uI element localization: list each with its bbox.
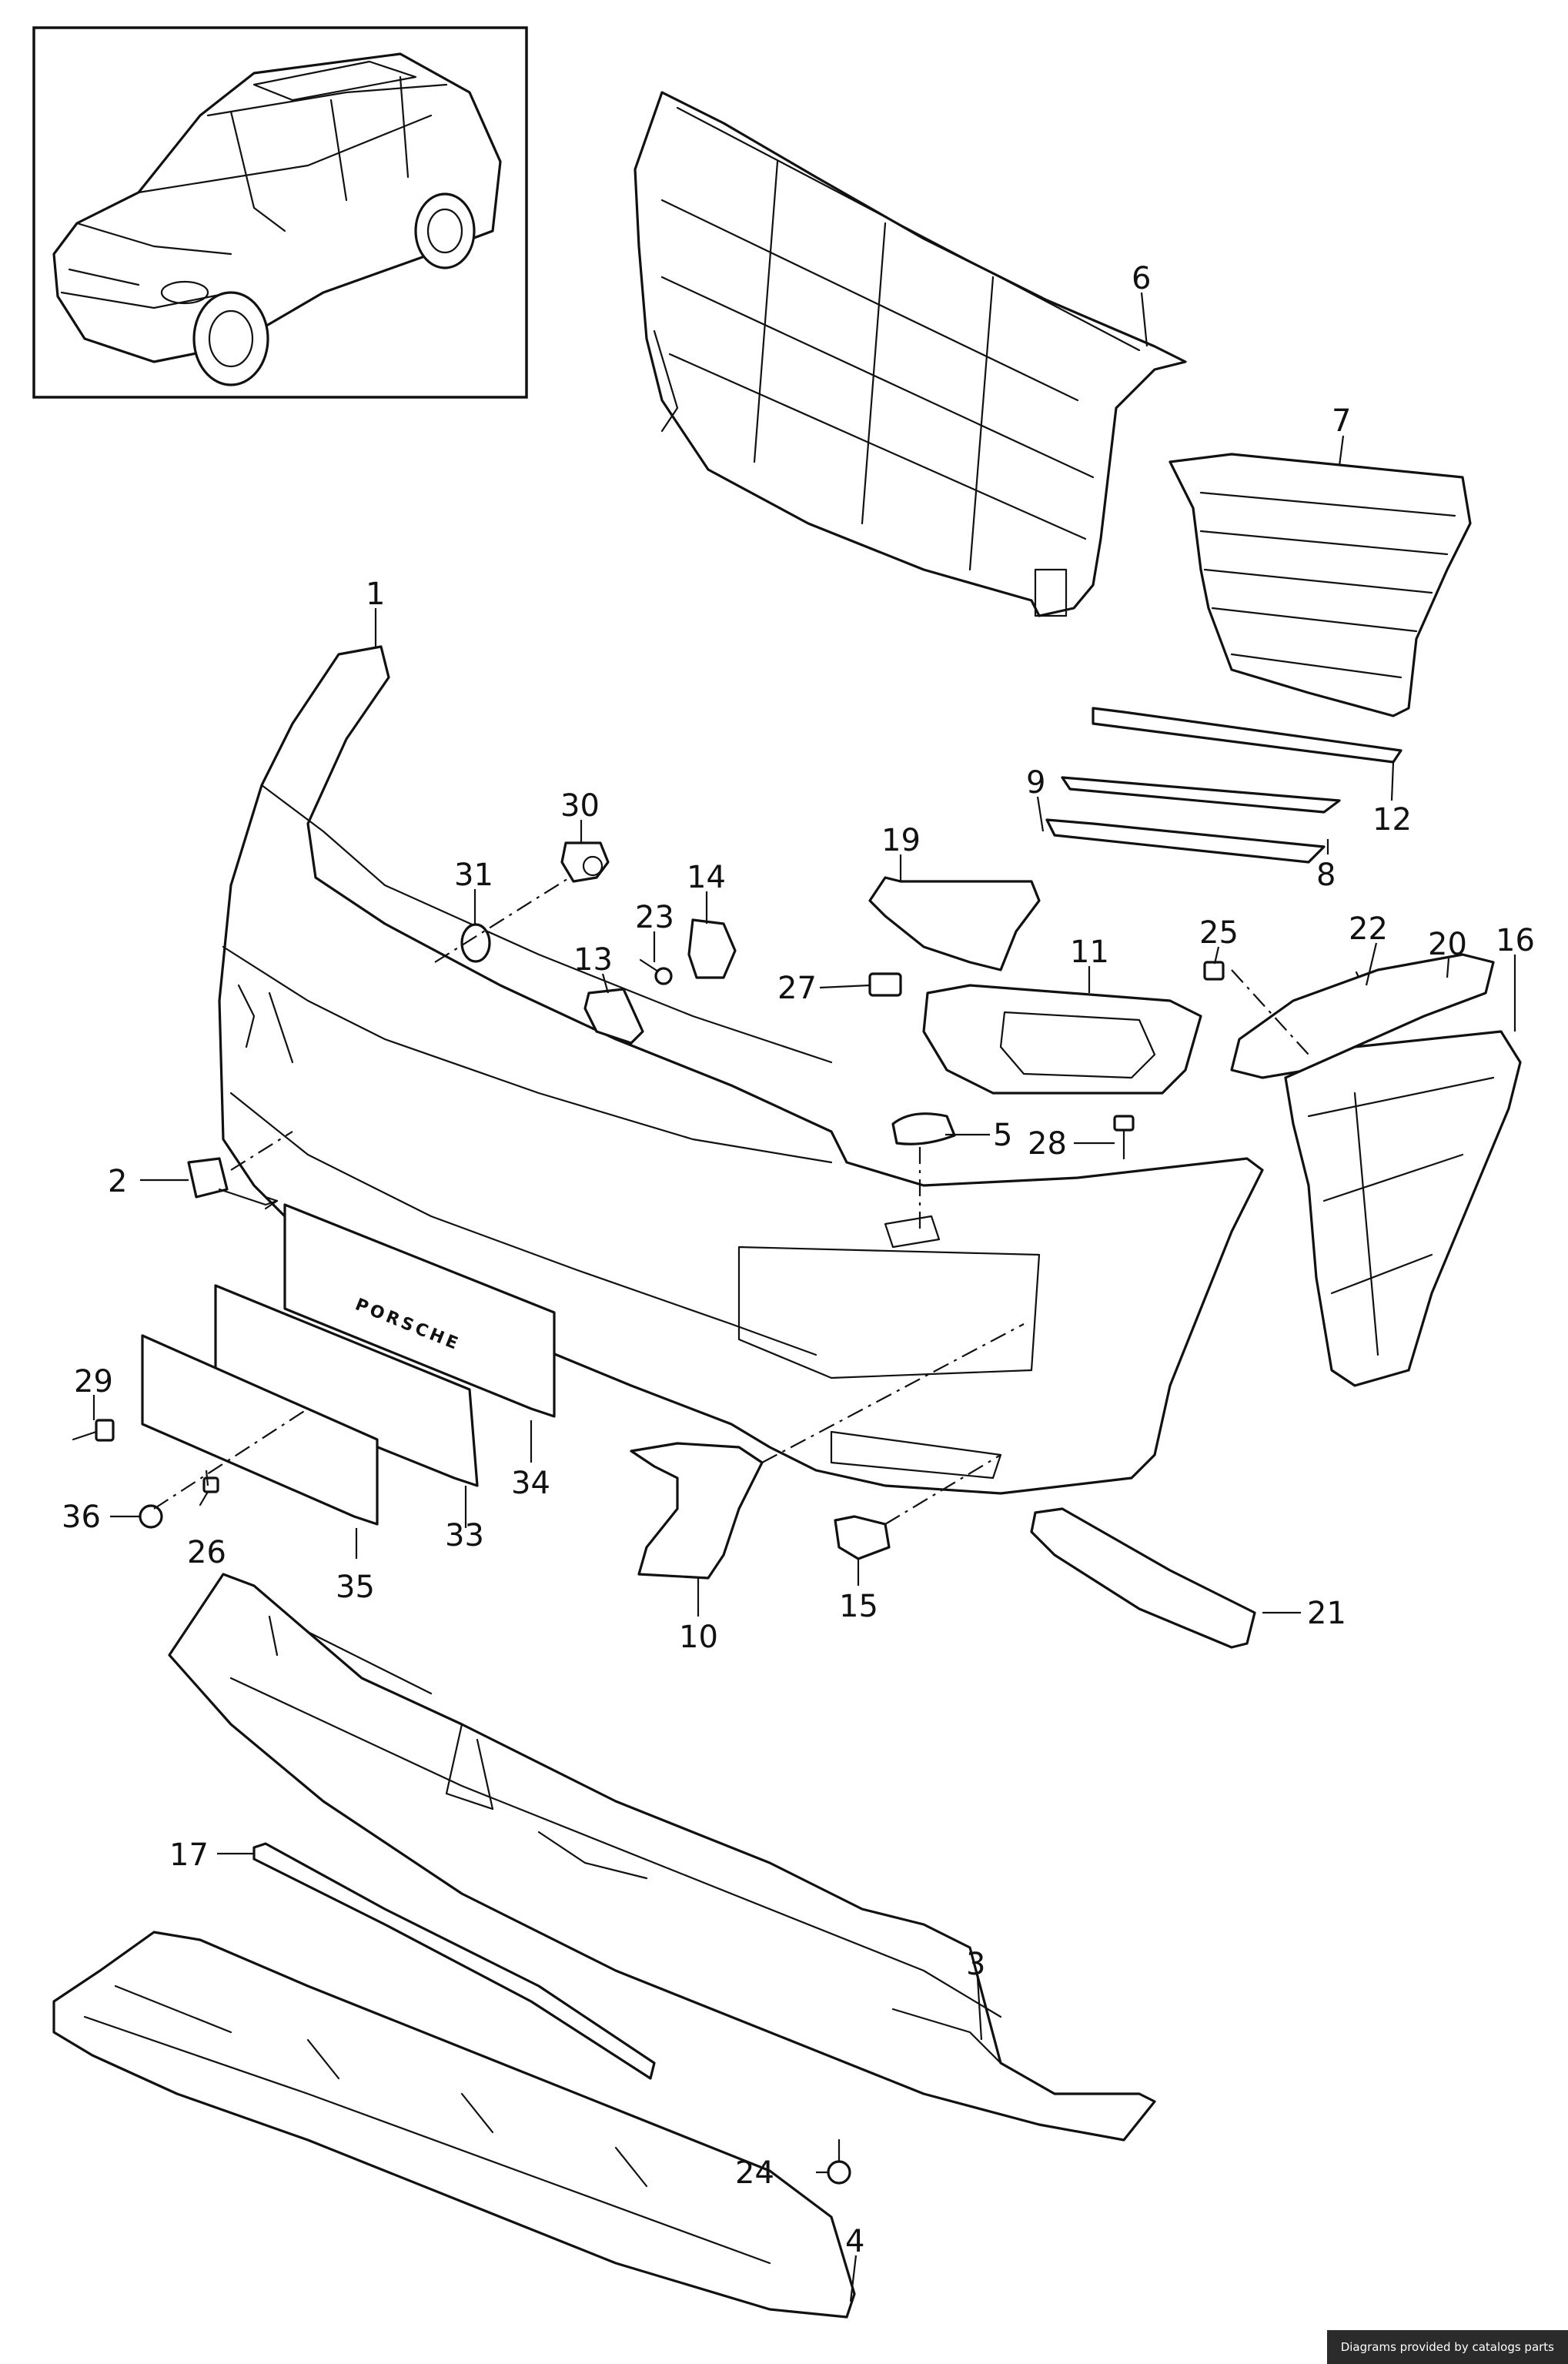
diagram-credit: Diagrams provided by catalogs parts xyxy=(1326,2330,1568,2364)
part-11-foglight-frame xyxy=(922,984,1202,1095)
callout-7: 7 xyxy=(1332,403,1351,439)
callout-8: 8 xyxy=(1316,858,1336,893)
callout-11: 11 xyxy=(1070,935,1109,970)
callout-17: 17 xyxy=(169,1837,209,1873)
part-5-cap xyxy=(891,1112,956,1145)
callout-31: 31 xyxy=(454,858,493,893)
suv-illustration xyxy=(52,52,502,386)
part-8-trim-strip xyxy=(1045,818,1326,864)
callout-4: 4 xyxy=(845,2224,864,2259)
callout-10: 10 xyxy=(679,1620,718,1655)
assembly-line-fitting xyxy=(230,1131,293,1171)
part-35-plate-base xyxy=(141,1334,379,1526)
part-4-underbody-panel xyxy=(52,1931,856,2319)
part-20-bracket xyxy=(1230,953,1495,1079)
callout-leaders xyxy=(92,292,1516,2302)
callout-33: 33 xyxy=(445,1518,484,1553)
part-19-bracket xyxy=(868,876,1041,971)
part-34-plate-bracket: PORSCHE xyxy=(283,1203,556,1418)
callout-12: 12 xyxy=(1372,802,1412,838)
part-2-fitting xyxy=(187,1157,279,1210)
assembly-line-plate xyxy=(153,1408,309,1510)
callout-14: 14 xyxy=(687,860,726,895)
callout-28: 28 xyxy=(1028,1126,1067,1162)
part-14-bracket xyxy=(687,918,737,979)
part-30-sensor xyxy=(560,841,610,883)
callout-29: 29 xyxy=(74,1364,113,1399)
callout-26: 26 xyxy=(187,1535,226,1570)
part-31-sensor-ring xyxy=(460,923,491,963)
callout-27: 27 xyxy=(777,971,817,1006)
callout-19: 19 xyxy=(881,823,921,858)
callout-5: 5 xyxy=(993,1118,1012,1153)
callout-24: 24 xyxy=(735,2155,774,2191)
vehicle-thumbnail xyxy=(32,26,528,399)
callout-1: 1 xyxy=(366,577,385,612)
callout-36: 36 xyxy=(62,1500,101,1535)
callout-9: 9 xyxy=(1026,765,1045,801)
part-23-screw xyxy=(639,958,673,985)
callout-labels: 1 2 3 4 5 6 7 8 9 10 11 12 13 14 15 16 1… xyxy=(62,261,1535,2259)
assembly-line-sensor xyxy=(434,877,570,963)
part-13-bracket xyxy=(583,988,644,1045)
callout-30: 30 xyxy=(560,788,600,824)
callout-22: 22 xyxy=(1349,911,1388,947)
callout-21: 21 xyxy=(1307,1596,1346,1631)
callout-16: 16 xyxy=(1496,923,1535,958)
callout-6: 6 xyxy=(1132,261,1151,296)
callout-34: 34 xyxy=(511,1466,550,1501)
part-24-screw xyxy=(827,2138,851,2185)
part-16-side-bracket xyxy=(1284,1030,1522,1387)
callout-23: 23 xyxy=(635,900,674,935)
assembly-line-bracket xyxy=(1231,969,1309,1055)
assembly-line-clip xyxy=(884,1454,1001,1525)
part-27-clip xyxy=(868,972,902,997)
part-10-cover xyxy=(630,1442,764,1580)
part-25-fastener xyxy=(1203,961,1225,981)
part-15-clip xyxy=(834,1515,891,1560)
callout-13: 13 xyxy=(573,942,613,978)
part-29-screw xyxy=(72,1419,115,1442)
callout-2: 2 xyxy=(108,1164,127,1199)
callout-35: 35 xyxy=(336,1570,375,1605)
part-6-grille-frame xyxy=(634,91,1187,617)
part-17-seal-strip xyxy=(252,1842,656,2080)
part-12-trim-strip xyxy=(1092,707,1403,764)
part-28-bolt xyxy=(1113,1115,1135,1160)
callout-15: 15 xyxy=(839,1589,878,1624)
part-7-side-grille xyxy=(1168,453,1472,717)
part-36-nut xyxy=(139,1504,163,1529)
part-26-screw xyxy=(199,1476,219,1506)
part-9-trim-strip xyxy=(1061,776,1341,814)
callout-25: 25 xyxy=(1199,915,1239,951)
callout-20: 20 xyxy=(1428,927,1467,962)
part-3-spoiler xyxy=(168,1573,1156,2142)
callout-3: 3 xyxy=(966,1947,985,1982)
part-21-guide-strip xyxy=(1030,1507,1256,1649)
part-33-plate-holder xyxy=(214,1284,479,1487)
